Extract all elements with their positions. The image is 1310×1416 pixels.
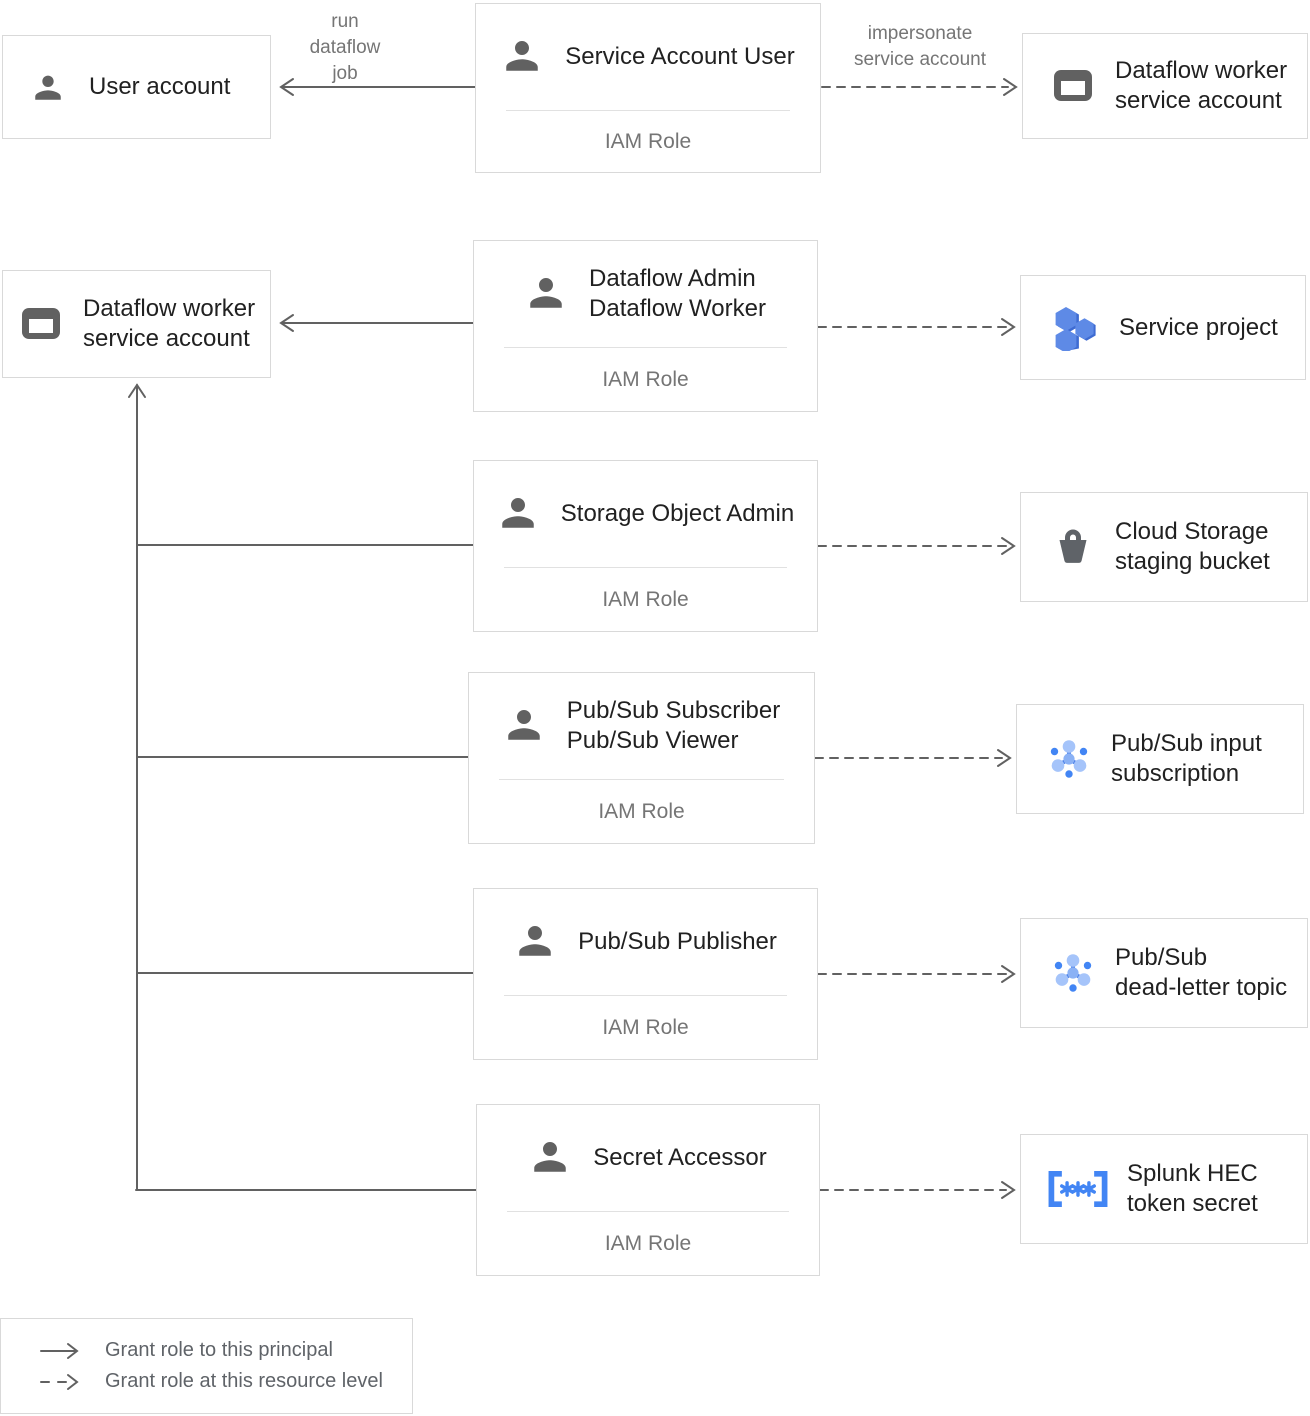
person-icon xyxy=(514,919,556,966)
service-account-icon xyxy=(21,307,61,341)
node-label: Cloud Storage staging bucket xyxy=(1115,518,1270,575)
edge-label-impersonate: impersonate service account xyxy=(835,21,1005,73)
legend-row-dashed: Grant role at this resource level xyxy=(39,1370,412,1393)
project-icon xyxy=(1051,305,1097,351)
role-title: Storage Object Admin xyxy=(560,500,795,527)
node-role-storage-object-admin: Storage Object Admin IAM Role xyxy=(473,460,818,632)
node-role-pubsub-subscriber-viewer: Pub/Sub Subscriber Pub/Sub Viewer IAM Ro… xyxy=(468,672,815,844)
divider xyxy=(504,995,787,996)
role-title: Pub/Sub Subscriber Pub/Sub Viewer xyxy=(566,697,781,754)
edge-label-line: impersonate xyxy=(867,23,973,44)
node-role-service-account-user: Service Account User IAM Role xyxy=(475,3,821,173)
node-label: Pub/Sub dead-letter topic xyxy=(1115,944,1288,1001)
iam-role-label: IAM Role xyxy=(602,1015,689,1039)
pubsub-icon xyxy=(1047,737,1091,781)
bucket-icon xyxy=(1053,527,1093,567)
divider xyxy=(506,110,790,111)
edge-label-line: service account xyxy=(853,49,986,70)
node-pubsub-input-subscription: Pub/Sub input subscription xyxy=(1016,704,1304,814)
person-icon xyxy=(497,491,539,538)
node-dataflow-worker-service-account-left: Dataflow worker service account xyxy=(2,270,271,378)
iam-role-label: IAM Role xyxy=(598,799,685,823)
person-icon xyxy=(525,271,567,318)
edge-label-run-dataflow-job: run dataflow job xyxy=(283,9,407,87)
node-label: Splunk HEC token secret xyxy=(1127,1160,1258,1217)
node-role-secret-accessor: Secret Accessor IAM Role xyxy=(476,1104,820,1276)
node-role-pubsub-publisher: Pub/Sub Publisher IAM Role xyxy=(473,888,818,1060)
role-title: Secret Accessor xyxy=(593,1144,767,1171)
edge-label-line: job xyxy=(332,63,358,84)
iam-role-label: IAM Role xyxy=(602,587,689,611)
node-user-account: User account xyxy=(2,35,271,139)
iam-role-label: IAM Role xyxy=(602,367,689,391)
node-dataflow-worker-service-account-right: Dataflow worker service account xyxy=(1022,33,1308,139)
divider xyxy=(507,1211,789,1212)
node-role-dataflow-admin-worker: Dataflow Admin Dataflow Worker IAM Role xyxy=(473,240,818,412)
role-title: Pub/Sub Publisher xyxy=(578,928,777,955)
divider xyxy=(504,567,787,568)
iam-role-label: IAM Role xyxy=(604,1231,692,1255)
node-label: Service project xyxy=(1119,313,1278,341)
edge-label-line: dataflow xyxy=(309,37,381,58)
node-label: User account xyxy=(89,73,231,100)
edge-label-line: run xyxy=(331,11,359,32)
role-title: Service Account User xyxy=(565,43,795,70)
person-icon xyxy=(31,70,65,104)
node-label: Dataflow worker service account xyxy=(1115,57,1288,114)
node-splunk-hec-token-secret: Splunk HEC token secret xyxy=(1020,1134,1308,1244)
legend-dashed-arrow-icon xyxy=(40,1373,79,1390)
legend-solid-label: Grant role to this principal xyxy=(105,1339,333,1361)
person-icon xyxy=(503,703,545,750)
node-cloud-storage-staging-bucket: Cloud Storage staging bucket xyxy=(1020,492,1308,602)
legend-solid-arrow-icon xyxy=(40,1342,79,1359)
legend-dashed-label: Grant role at this resource level xyxy=(105,1370,383,1392)
secret-icon xyxy=(1045,1170,1111,1208)
legend-row-solid: Grant role to this principal xyxy=(39,1339,412,1362)
legend: Grant role to this principal Grant role … xyxy=(0,1318,413,1414)
node-service-project: Service project xyxy=(1020,275,1306,380)
node-label: Pub/Sub input subscription xyxy=(1111,730,1262,787)
node-pubsub-dead-letter-topic: Pub/Sub dead-letter topic xyxy=(1020,918,1308,1028)
divider xyxy=(504,347,787,348)
role-title: Dataflow Admin Dataflow Worker xyxy=(589,265,766,322)
iam-role-label: IAM Role xyxy=(604,129,692,153)
person-icon xyxy=(529,1135,571,1182)
person-icon xyxy=(501,34,543,81)
node-label: Dataflow worker service account xyxy=(83,295,256,352)
pubsub-icon xyxy=(1051,951,1095,995)
divider xyxy=(499,779,784,780)
service-account-icon xyxy=(1053,69,1093,103)
